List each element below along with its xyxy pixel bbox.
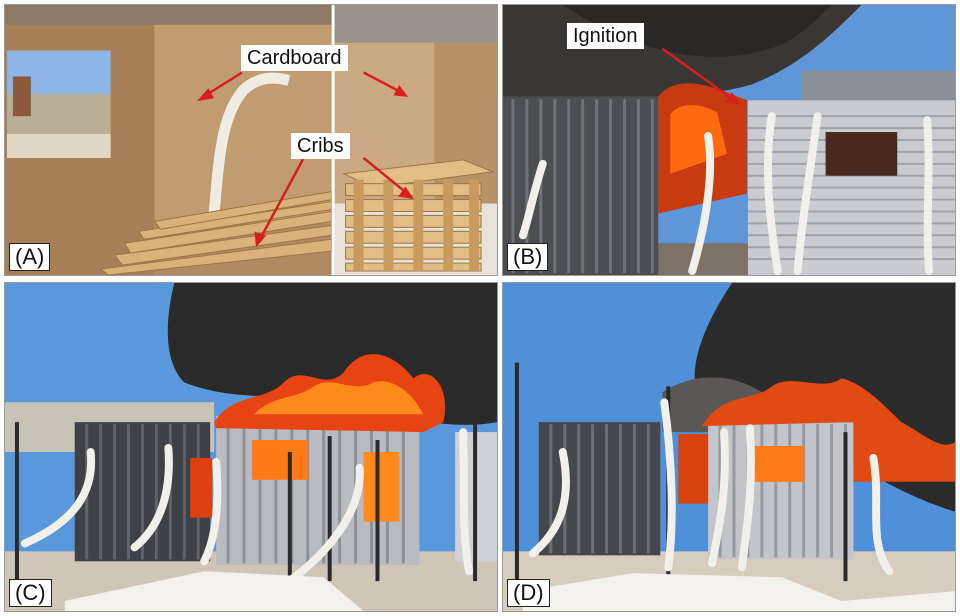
panel-label-c: (C) <box>9 579 52 607</box>
panel-c-fire-photo: (C) <box>4 282 498 612</box>
spread-photo-graphic <box>503 283 955 611</box>
cardboard-callout: Cardboard <box>241 45 348 71</box>
panel-a-interior-photo: Cardboard Cribs (A) <box>4 4 498 276</box>
panel-label-d: (D) <box>507 579 550 607</box>
panel-d-spread-photo: (D) <box>502 282 956 612</box>
cribs-callout: Cribs <box>291 133 350 159</box>
fire-photo-graphic <box>5 283 497 611</box>
ignition-callout: Ignition <box>567 23 644 49</box>
panel-label-a: (A) <box>9 243 51 271</box>
ignition-photo-graphic <box>503 5 955 275</box>
panel-label-b: (B) <box>507 243 549 271</box>
panel-b-ignition-photo: Ignition (B) <box>502 4 956 276</box>
